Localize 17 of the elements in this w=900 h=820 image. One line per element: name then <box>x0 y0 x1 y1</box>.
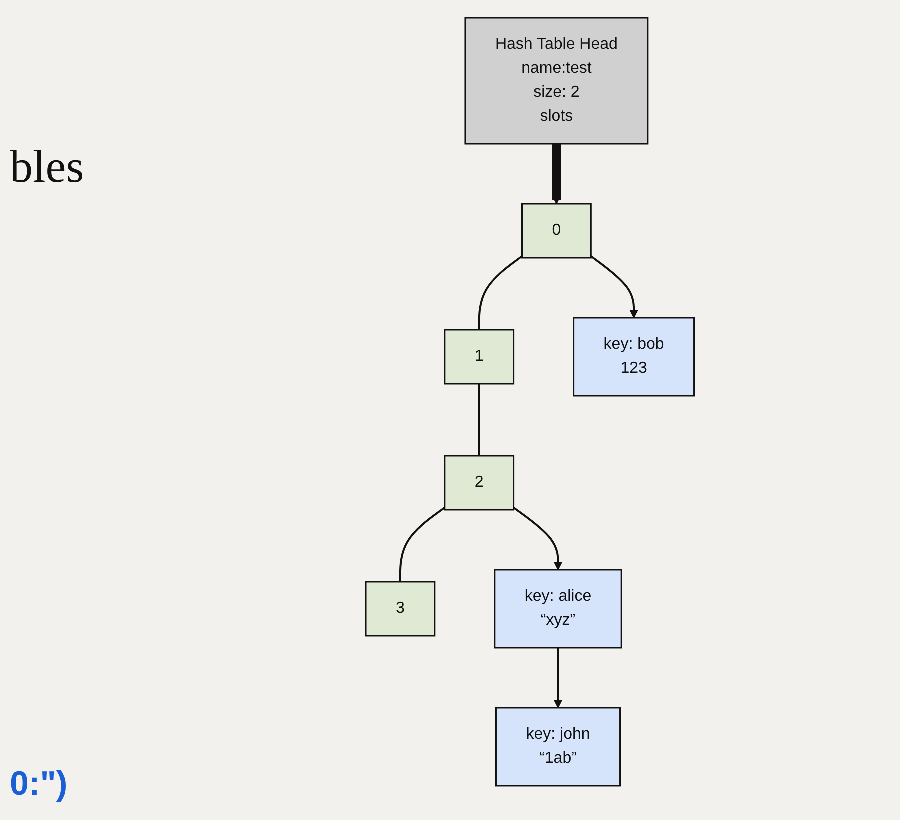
connector <box>478 384 480 456</box>
node-box: 2 <box>444 455 514 511</box>
node-box: 1 <box>444 329 514 385</box>
code-text: 0:") <box>10 765 68 804</box>
node-box: Hash Table Head name:test size: 2 slots <box>464 17 649 145</box>
node-box: key: alice “xyz” <box>494 569 622 649</box>
heading-text: bles <box>10 140 84 193</box>
connector <box>478 256 523 330</box>
node-box: 3 <box>365 581 436 637</box>
arrow <box>554 648 562 708</box>
connector <box>399 507 446 582</box>
arrow <box>513 507 562 570</box>
node-box: key: bob 123 <box>572 317 695 397</box>
arrow <box>552 144 562 204</box>
node-box: 0 <box>521 203 592 259</box>
node-box: key: john “1ab” <box>495 707 621 787</box>
arrow <box>590 256 638 318</box>
